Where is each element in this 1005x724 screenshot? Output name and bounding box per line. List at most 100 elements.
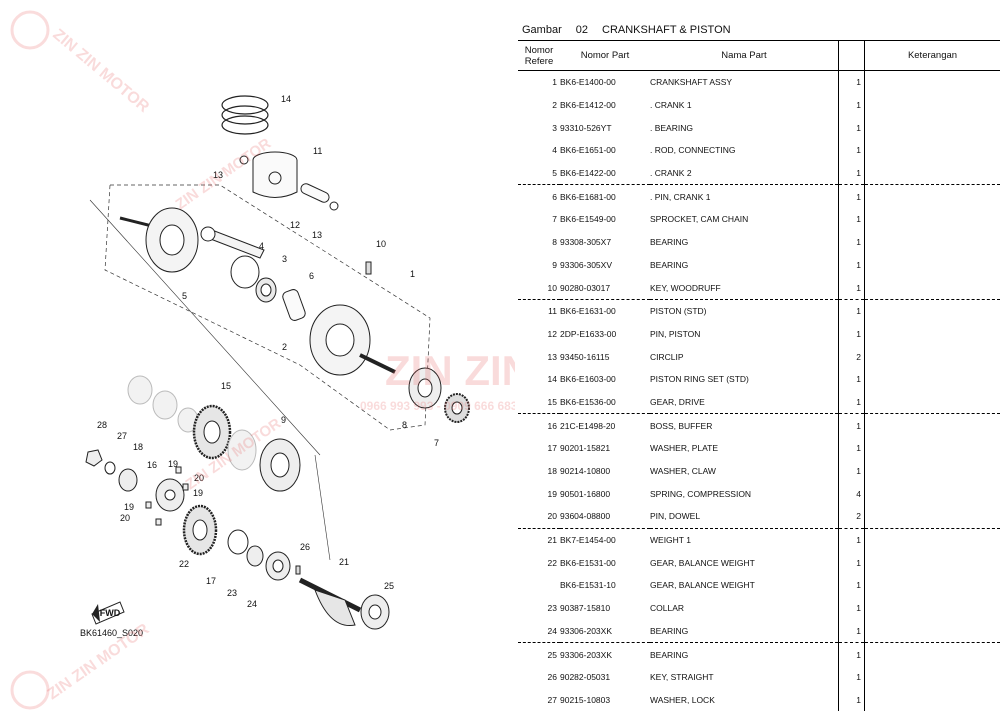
part-name-cell: BEARING <box>650 259 689 270</box>
part-no-cell: BK6-E1549-00 <box>560 214 616 225</box>
ref-cell: 21 <box>547 535 557 546</box>
ref-cell: 16 <box>547 420 557 431</box>
part-no-cell: 90501-16800 <box>560 488 611 499</box>
ref-cell: 17 <box>547 443 557 454</box>
col-ref: Nomor Refere <box>518 40 560 71</box>
part-name-cell: GEAR, DRIVE <box>650 390 839 415</box>
qty-cell: 1 <box>838 596 865 620</box>
part-name-cell: SPROCKET, CAM CHAIN <box>650 214 749 225</box>
callout-13b: 13 <box>312 230 322 240</box>
woodruff-key <box>365 261 372 275</box>
note-cell <box>865 231 1001 254</box>
ref-cell: 8 <box>552 237 557 248</box>
table-header-row: Nomor Refere Nomor Part Nama Part Ketera… <box>518 40 1000 71</box>
gear-reference <box>227 429 257 471</box>
part-name-cell: WEIGHT 1 <box>650 535 691 546</box>
qty-cell: 1 <box>838 299 865 323</box>
ref-cell: 11 <box>548 306 557 317</box>
note-cell <box>865 482 1001 505</box>
qty-cell: 1 <box>838 665 865 689</box>
drawing-code: BK61460_S020 <box>80 628 143 638</box>
note-cell <box>865 185 1001 208</box>
part-no-cell: BK6-E1681-00 <box>560 191 616 202</box>
qty-cell: 2 <box>838 345 865 368</box>
svg-text:0966 993 993 - 0909 666 683: 0966 993 993 - 0909 666 683 <box>360 399 515 413</box>
part-name-cell: WASHER, LOCK <box>650 694 715 705</box>
note-cell <box>865 116 1001 139</box>
part-name-cell: CRANKSHAFT ASSY <box>650 77 733 88</box>
ref-cell: 26 <box>547 672 557 683</box>
figure-number: 02 <box>575 24 588 36</box>
callout-4: 4 <box>259 241 264 251</box>
ref-cell <box>518 574 560 597</box>
part-no-cell: BK6-E1422-00 <box>560 161 650 186</box>
ref-cell: 9 <box>552 259 557 270</box>
callout-8: 8 <box>402 420 407 430</box>
callout-28: 28 <box>97 420 107 430</box>
ref-cell: 18 <box>547 466 557 477</box>
part-name-cell: PISTON (STD) <box>650 306 707 317</box>
part-name-cell: . CRANK 1 <box>650 100 692 111</box>
part-name-cell: COLLAR <box>650 603 685 614</box>
qty-cell: 1 <box>838 367 865 391</box>
parts-table: Nomor Refere Nomor Part Nama Part Ketera… <box>518 40 1001 712</box>
callout-7: 7 <box>434 438 439 448</box>
gambar-label: Gambar <box>522 24 562 36</box>
part-no-cell: BK6-E1631-00 <box>560 306 616 317</box>
part-no-cell: 93306-203XK <box>560 619 650 644</box>
qty-cell: 1 <box>838 276 865 300</box>
qty-cell: 1 <box>838 390 865 415</box>
part-no-cell: 93310-526YT <box>560 122 612 133</box>
part-no-cell: 21C-E1498-20 <box>560 420 616 431</box>
note-cell <box>865 139 1001 162</box>
ref-cell: 24 <box>518 619 560 644</box>
callout-16: 16 <box>147 460 157 470</box>
qty-cell: 1 <box>838 413 865 437</box>
part-no-cell: 90280-03017 <box>560 276 650 300</box>
ref-cell: 12 <box>547 328 557 339</box>
part-no-cell: BK6-E1536-00 <box>560 390 650 415</box>
note-cell <box>865 460 1001 483</box>
fwd-arrow-icon: FWD <box>91 601 125 625</box>
fwd-label: FWD <box>100 608 121 618</box>
part-name-cell: BEARING <box>650 649 689 660</box>
note-cell <box>865 94 1001 117</box>
part-name-cell: . BEARING <box>650 122 693 133</box>
note-cell <box>865 368 1001 391</box>
qty-cell: 1 <box>838 184 865 209</box>
part-no-cell: 93306-203XK <box>560 649 612 660</box>
ref-cell: 27 <box>547 694 557 705</box>
qty-cell: 1 <box>838 230 865 254</box>
part-name-cell: GEAR, BALANCE WEIGHT <box>650 580 755 591</box>
ref-cell: 14 <box>547 374 557 385</box>
part-name-cell: . ROD, CONNECTING <box>650 145 736 156</box>
note-cell <box>865 323 1001 346</box>
qty-cell: 1 <box>838 619 865 644</box>
part-name-cell: WASHER, CLAW <box>650 466 716 477</box>
col-note: Keterangan <box>864 40 1000 71</box>
part-no-cell: 90282-05031 <box>560 672 611 683</box>
ref-cell: 7 <box>552 214 557 225</box>
callout-11: 11 <box>313 146 322 156</box>
part-no-cell: 93604-08800 <box>560 505 650 529</box>
note-cell <box>865 299 1001 322</box>
qty-cell: 1 <box>838 93 865 117</box>
svg-text:ZIN ZIN MOTOR: ZIN ZIN MOTOR <box>49 26 152 116</box>
part-no-cell: 2DP-E1633-00 <box>560 328 617 339</box>
piston-pin <box>300 183 330 203</box>
drive-gear <box>192 404 232 460</box>
part-no-cell: 93308-305X7 <box>560 237 612 248</box>
ref-cell: 23 <box>547 603 557 614</box>
part-name-cell: PIN, DOWEL <box>650 505 839 529</box>
bearing-8 <box>408 367 442 409</box>
part-name-cell: KEY, WOODRUFF <box>650 276 839 300</box>
straight-key <box>295 565 301 575</box>
part-no-cell: 90214-10800 <box>560 466 611 477</box>
